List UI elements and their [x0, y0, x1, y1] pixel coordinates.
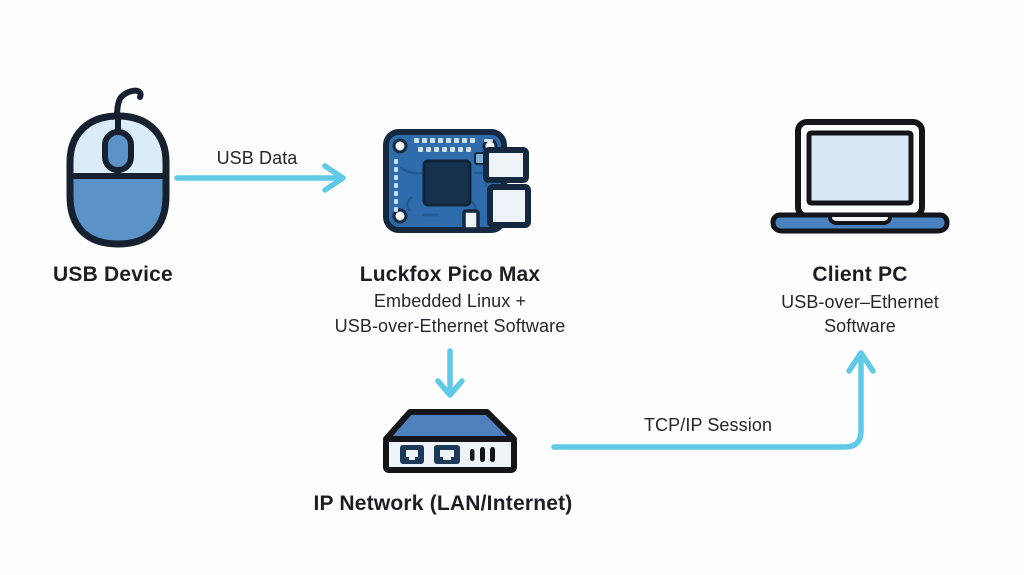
client-pc-label: Client PC: [812, 263, 908, 286]
mouse-icon: [66, 87, 170, 248]
tcpip-session-edge-label: TCP/IP Session: [643, 415, 773, 435]
router-icon: [383, 409, 517, 473]
client-pc-subline-2: Software: [824, 316, 896, 336]
laptop-icon: [770, 119, 950, 234]
ip-network-label: IP Network (LAN/Internet): [313, 492, 573, 515]
usb-device-label: USB Device: [53, 263, 173, 286]
luckfox-subline-1: Embedded Linux +: [373, 291, 527, 311]
pcb-board-icon: [383, 129, 531, 233]
luckfox-label: Luckfox Pico Max: [359, 263, 541, 286]
usb-data-edge-label: USB Data: [216, 148, 298, 168]
luckfox-subline-2: USB-over-Ethernet Software: [334, 316, 566, 336]
arrow-elbow-tcpip-session: [551, 350, 876, 450]
arrow-right-usb-data: [174, 163, 346, 193]
arrow-down-luckfox-to-network: [435, 348, 465, 398]
client-pc-subline-1: USB-over–Ethernet: [781, 292, 939, 312]
